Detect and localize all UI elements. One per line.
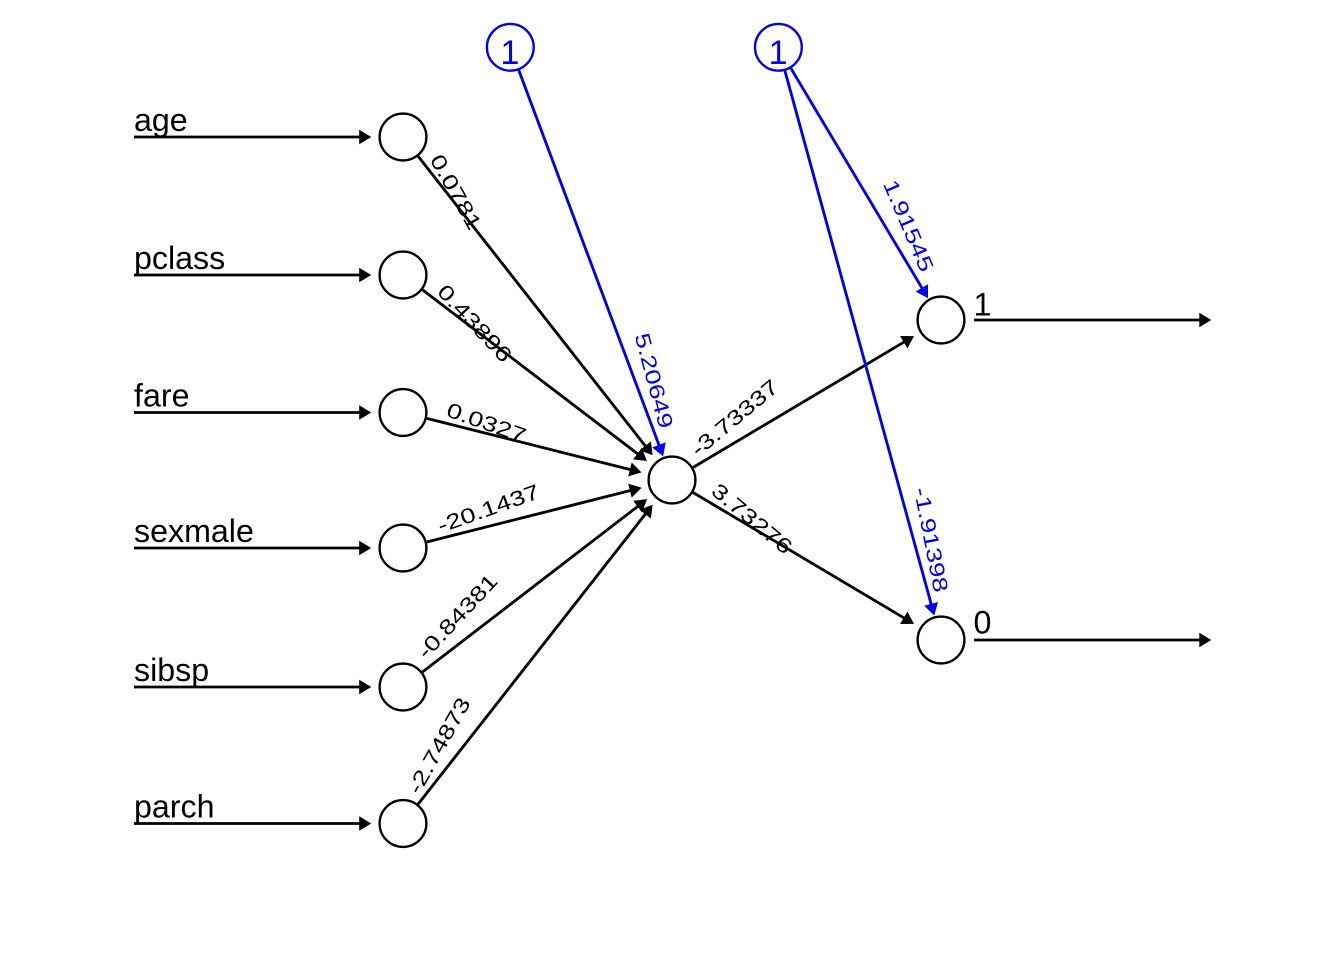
svg-text:0: 0 bbox=[974, 605, 992, 641]
svg-text:1: 1 bbox=[501, 34, 520, 72]
svg-text:sexmale: sexmale bbox=[134, 513, 254, 549]
svg-text:parch: parch bbox=[134, 789, 215, 825]
svg-text:age: age bbox=[134, 102, 188, 138]
svg-text:1: 1 bbox=[769, 34, 788, 72]
svg-text:pclass: pclass bbox=[134, 240, 225, 276]
svg-text:sibsp: sibsp bbox=[134, 652, 209, 688]
svg-text:1: 1 bbox=[974, 287, 992, 323]
svg-text:fare: fare bbox=[134, 378, 189, 414]
